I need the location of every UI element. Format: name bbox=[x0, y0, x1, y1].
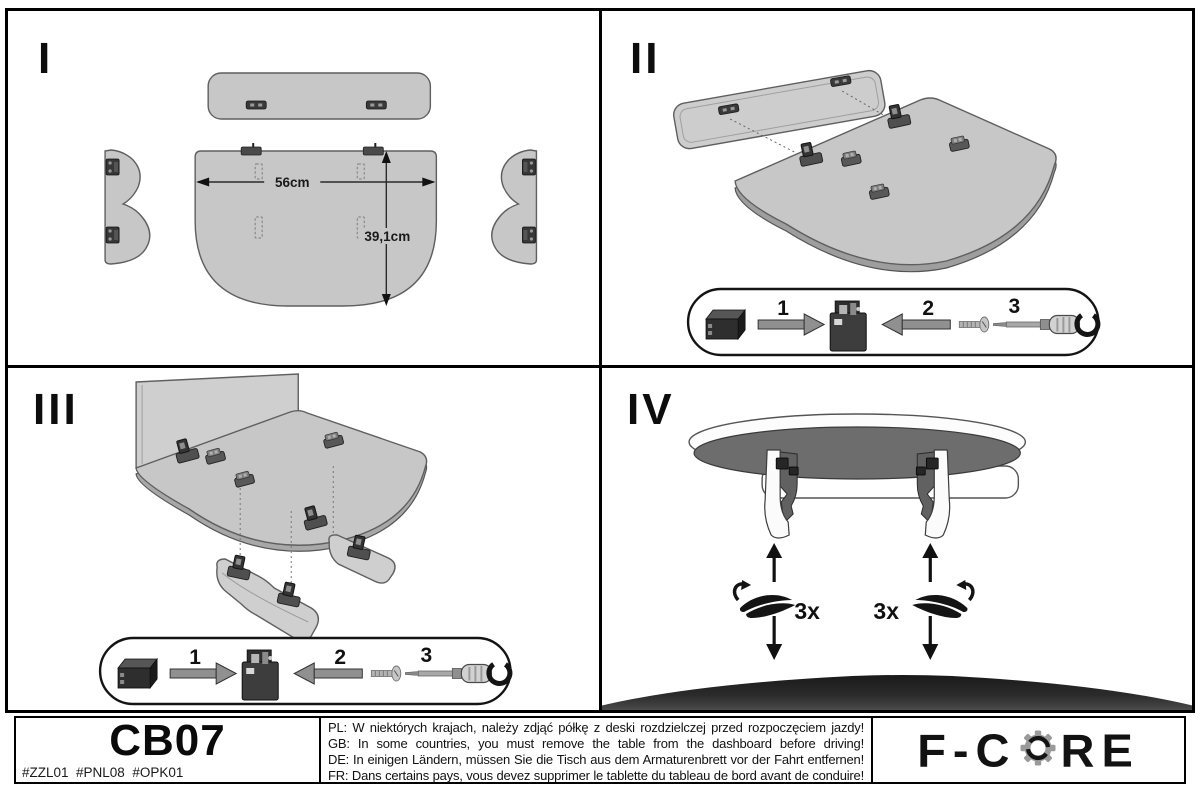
side-bracket-piece-mirrored bbox=[492, 150, 537, 264]
arrow-down-icon bbox=[765, 616, 938, 660]
step-1-numeral: I bbox=[38, 34, 53, 83]
side-bracket-3d bbox=[216, 553, 320, 642]
warning-line-fr: FR: Dans certains pays, vous devez suppr… bbox=[328, 768, 864, 783]
brand-text-left: F-C bbox=[917, 724, 1017, 776]
side-bracket-piece bbox=[104, 149, 151, 265]
alignment-guides bbox=[729, 90, 890, 156]
assembly-diagram-grid: I bbox=[5, 8, 1195, 713]
tabletop-piece-3d bbox=[733, 97, 1057, 273]
model-number: CB07 bbox=[109, 716, 226, 765]
assembled-table-front-view bbox=[687, 413, 1026, 539]
panel-step-2: II bbox=[601, 11, 1193, 365]
arrow-up-icon bbox=[765, 543, 938, 582]
model-cell: CB07 #ZZL01 #PNL08 #OPK01 bbox=[16, 716, 319, 782]
dashboard-surface bbox=[601, 675, 1192, 710]
width-dimension: 56cm bbox=[196, 173, 436, 190]
warning-line-gb: GB: In some countries, you must remove t… bbox=[328, 736, 864, 751]
repeat-count-right: 3x bbox=[873, 598, 899, 624]
side-bracket-3d-right bbox=[328, 533, 396, 584]
tabletop-underside-face bbox=[692, 426, 1021, 480]
step-4-numeral: IV bbox=[627, 385, 675, 434]
warning-line-pl: PL: W niektórych krajach, należy zdjąć p… bbox=[328, 720, 864, 735]
part-codes: #ZZL01 #PNL08 #OPK01 bbox=[22, 765, 184, 780]
footer: CB07 #ZZL01 #PNL08 #OPK01 PL: W niektóry… bbox=[14, 716, 1186, 784]
f-core-logo: F-C RE bbox=[917, 724, 1140, 776]
hardware-legend-step2 bbox=[688, 289, 1102, 355]
warning-line-de: DE: In einigen Ländern, müssen Sie die T… bbox=[328, 752, 864, 767]
brand-text-right: RE bbox=[1060, 724, 1140, 776]
panel-3-drawing: III bbox=[33, 373, 599, 710]
assembled-table-3d bbox=[135, 373, 428, 552]
step-2-numeral: II bbox=[630, 34, 660, 83]
repeat-count-left: 3x bbox=[794, 598, 820, 624]
panel-2-drawing: II bbox=[630, 34, 1193, 365]
panel-step-4: IV 3x 3x bbox=[601, 368, 1192, 710]
edge-clip-mark bbox=[240, 143, 384, 156]
brand-cell: F-C RE bbox=[871, 718, 1184, 782]
hardware-legend-step3 bbox=[100, 638, 514, 704]
panel-step-1: I bbox=[8, 11, 599, 365]
panel-4-drawing: IV 3x 3x bbox=[601, 385, 1192, 710]
rear-bar-piece bbox=[207, 72, 432, 120]
gear-icon bbox=[1020, 730, 1055, 766]
warnings-cell: PL: W niektórych krajach, należy zdjąć p… bbox=[319, 718, 871, 783]
width-dimension-label: 56cm bbox=[275, 175, 310, 190]
tabletop-piece bbox=[194, 143, 438, 307]
panel-step-3: III bbox=[8, 368, 599, 710]
depth-dimension: 39,1cm bbox=[358, 151, 417, 306]
tabletop-underside bbox=[135, 410, 428, 546]
rear-bar-piece-3d bbox=[672, 69, 886, 150]
alignment-guides bbox=[239, 466, 334, 590]
step-3-numeral: III bbox=[33, 385, 79, 434]
panel-1-drawing: I bbox=[38, 34, 599, 307]
depth-dimension-label: 39,1cm bbox=[364, 229, 410, 244]
